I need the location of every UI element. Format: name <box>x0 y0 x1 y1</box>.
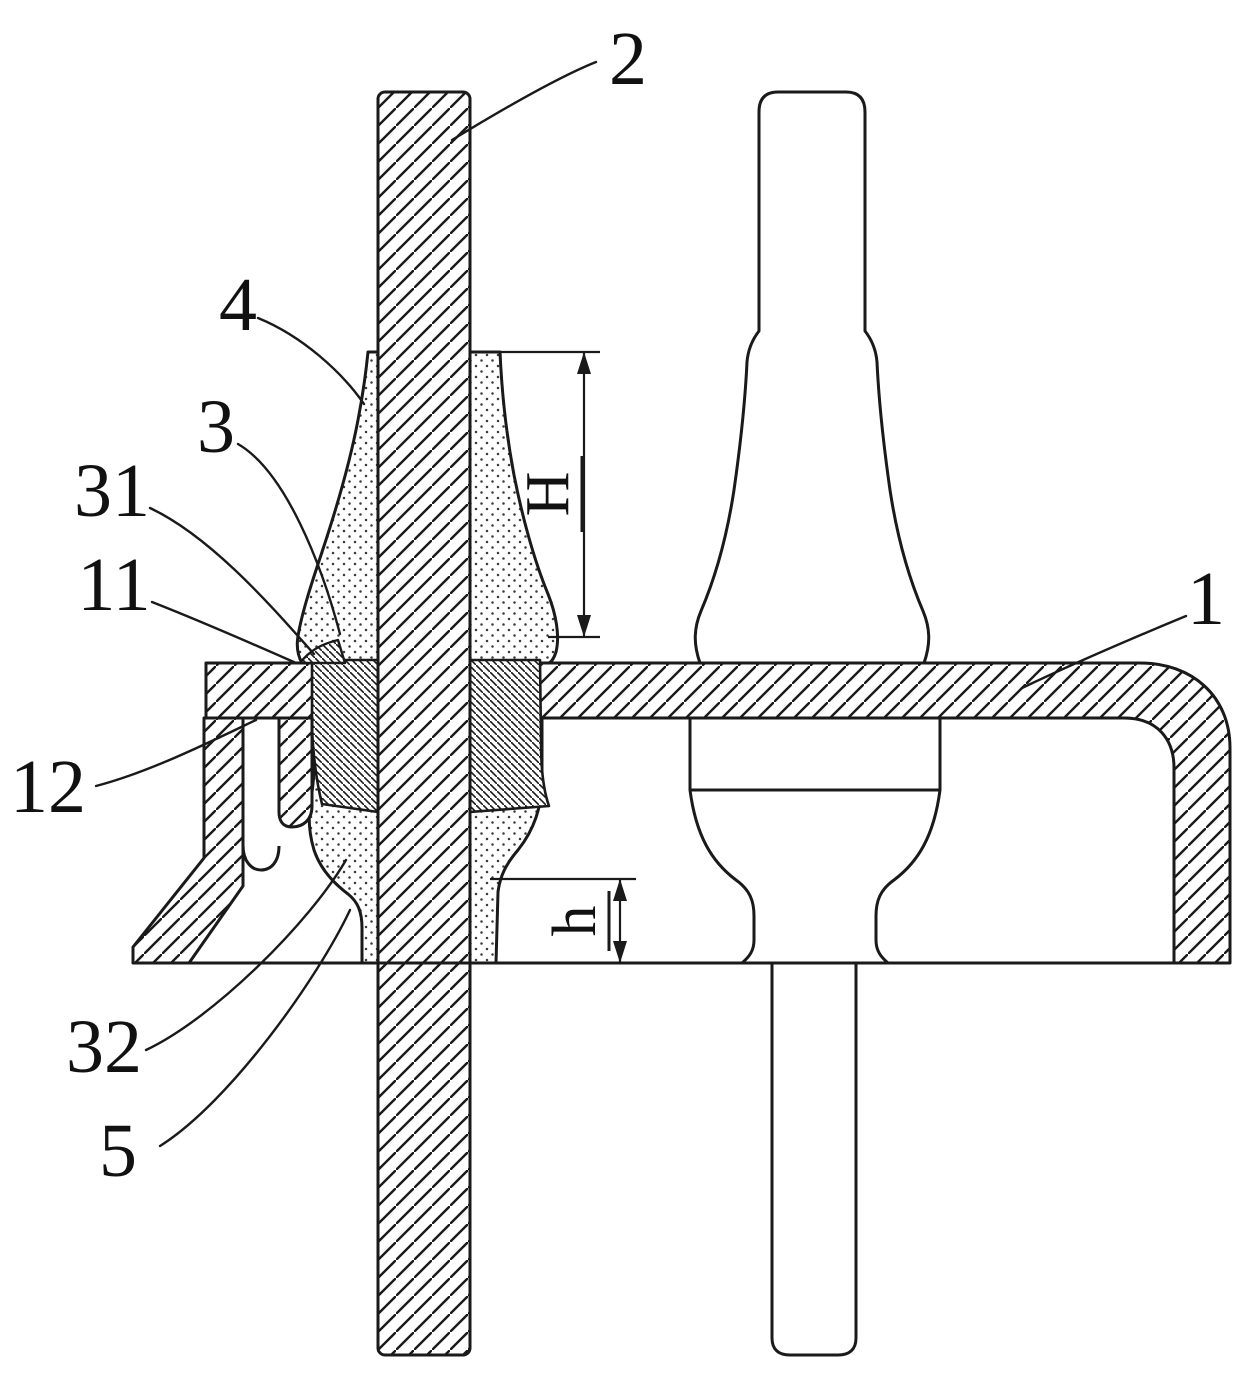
bracket-channel-bottom <box>241 844 281 872</box>
ref-label-12: 12 <box>10 745 86 829</box>
bracket-inner-wall <box>277 716 314 829</box>
leader-31 <box>148 506 316 656</box>
leader-4 <box>256 316 366 406</box>
busbar-blade <box>376 90 472 1357</box>
seal-lip-31 <box>298 638 347 665</box>
leader-1 <box>1020 614 1188 690</box>
ref-label-32: 32 <box>66 1005 142 1089</box>
ref-label-4: 4 <box>219 263 257 347</box>
leader-32 <box>144 858 348 1052</box>
dimension-h-label: h <box>541 906 609 937</box>
dimension-H-label: H <box>514 472 582 517</box>
leader-12 <box>94 718 258 788</box>
ref-label-1: 1 <box>1187 557 1225 641</box>
leader-2 <box>450 60 598 142</box>
ref-label-2: 2 <box>609 17 647 101</box>
leader-lines <box>94 60 1188 1148</box>
reference-labels: 2 4 3 31 11 12 1 32 5 <box>10 17 1225 1193</box>
ref-label-11: 11 <box>77 543 150 627</box>
leader-11 <box>150 600 298 665</box>
leader-3 <box>236 442 342 636</box>
leader-5 <box>158 908 352 1148</box>
ref-label-3: 3 <box>197 385 235 469</box>
right-insulator-bottom-pin <box>770 961 858 1357</box>
dimension-H: H <box>490 350 600 639</box>
cover-plate <box>204 661 1232 965</box>
right-insulator-upper <box>693 90 931 665</box>
dimension-h: h <box>490 877 636 963</box>
ref-label-5: 5 <box>99 1109 137 1193</box>
ref-label-31: 31 <box>74 449 150 533</box>
